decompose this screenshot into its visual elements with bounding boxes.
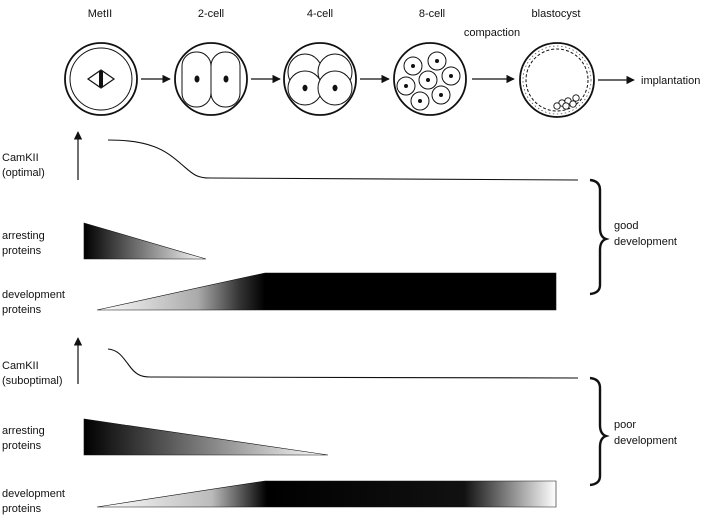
development-suboptimal-label-line1: development bbox=[2, 488, 65, 500]
arresting-suboptimal-label-line1: arresting bbox=[2, 425, 45, 437]
poor-development-bracket bbox=[589, 376, 610, 487]
poor-development-label-line2: development bbox=[614, 435, 677, 447]
two-cell-embryo-illustration bbox=[174, 42, 248, 116]
arresting-suboptimal-label-line2: proteins bbox=[2, 440, 42, 452]
arresting-proteins-suboptimal-wedge bbox=[83, 418, 329, 456]
stage-label-2-cell: 2-cell bbox=[198, 8, 224, 20]
good-development-label-line1: good bbox=[614, 220, 638, 232]
compaction-label: compaction bbox=[464, 27, 520, 39]
good-development-label-line2: development bbox=[614, 236, 677, 248]
four-cell-embryo-illustration bbox=[283, 42, 357, 116]
camkii-optimal-label-line2: (optimal) bbox=[2, 167, 45, 179]
arresting-proteins-optimal-wedge bbox=[83, 222, 207, 260]
stage-label-4-cell: 4-cell bbox=[307, 8, 333, 20]
metii-oocyte-illustration bbox=[64, 42, 138, 116]
development-optimal-label-line1: development bbox=[2, 289, 65, 301]
arresting-optimal-label-line1: arresting bbox=[2, 230, 45, 242]
stage-label-8-cell: 8-cell bbox=[419, 8, 445, 20]
stage-label-metii: MetII bbox=[88, 8, 112, 20]
good-development-bracket bbox=[589, 178, 610, 296]
development-proteins-suboptimal-band bbox=[96, 480, 557, 508]
development-suboptimal-label-line2: proteins bbox=[2, 503, 42, 515]
blastocyst-illustration bbox=[519, 42, 595, 118]
implantation-label: implantation bbox=[641, 75, 700, 87]
poor-development-label-line1: poor bbox=[614, 419, 636, 431]
camkii-optimal-label-line1: CamKII bbox=[2, 152, 39, 164]
camkii-suboptimal-curve bbox=[107, 348, 579, 379]
development-optimal-label-line2: proteins bbox=[2, 304, 42, 316]
stage-label-blastocyst: blastocyst bbox=[532, 8, 581, 20]
eight-cell-embryo-illustration bbox=[393, 42, 467, 116]
camkii-optimal-curve bbox=[107, 139, 579, 181]
camkii-suboptimal-label-line1: CamKII bbox=[2, 360, 39, 372]
camkii-suboptimal-label-line2: (suboptimal) bbox=[2, 375, 63, 387]
development-proteins-optimal-band bbox=[96, 272, 557, 311]
arresting-optimal-label-line2: proteins bbox=[2, 245, 42, 257]
